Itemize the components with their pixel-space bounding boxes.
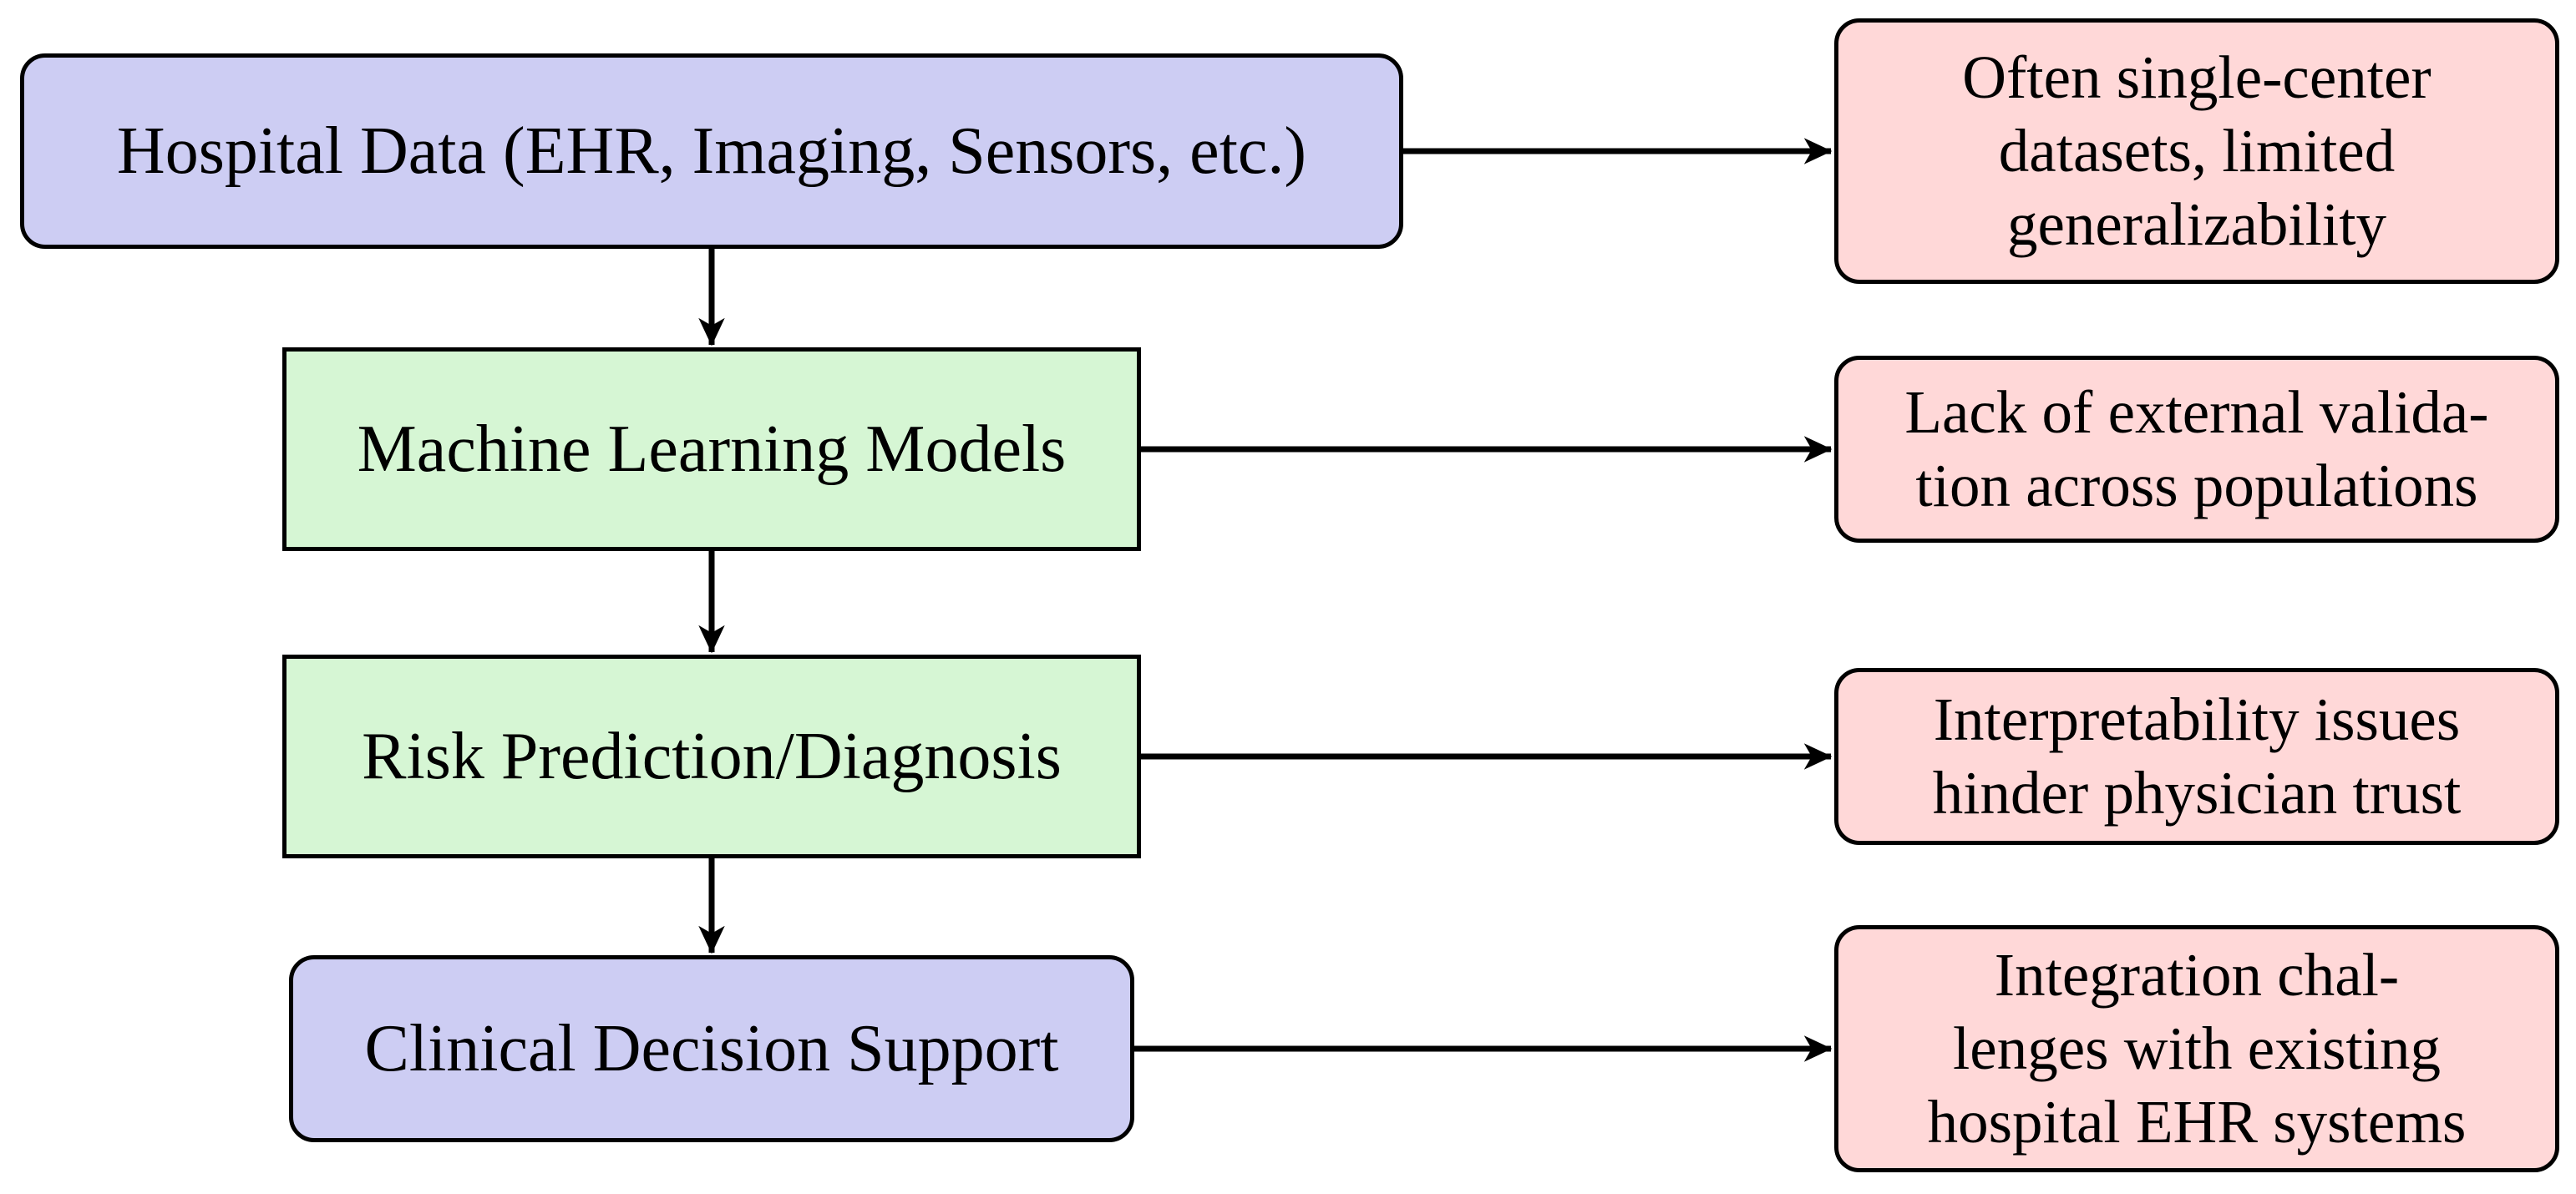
challenge-validation-text: Lack of external valida- tion across pop… [1904,378,2489,519]
challenge-interpretability: Interpretability issues hinder physician… [1834,668,2559,845]
node-ml-models-label: Machine Learning Models [357,412,1067,486]
challenge-interpretability-text: Interpretability issues hinder physician… [1932,686,2462,827]
challenge-integration: Integration chal- lenges with existing h… [1834,925,2559,1172]
node-ml-models: Machine Learning Models [282,347,1141,551]
node-hospital-data: Hospital Data (EHR, Imaging, Sensors, et… [20,53,1403,249]
node-clinical-decision-support-label: Clinical Decision Support [364,1012,1059,1085]
challenge-integration-text: Integration chal- lenges with existing h… [1927,941,2467,1156]
challenge-validation: Lack of external valida- tion across pop… [1834,356,2559,543]
node-risk-prediction-diagnosis: Risk Prediction/Diagnosis [282,655,1141,858]
node-hospital-data-label: Hospital Data (EHR, Imaging, Sensors, et… [116,114,1307,188]
challenge-generalizability: Often single-center datasets, limited ge… [1834,18,2559,284]
node-clinical-decision-support: Clinical Decision Support [289,955,1134,1142]
challenge-generalizability-text: Often single-center datasets, limited ge… [1962,43,2431,258]
node-risk-prediction-diagnosis-label: Risk Prediction/Diagnosis [362,720,1062,793]
